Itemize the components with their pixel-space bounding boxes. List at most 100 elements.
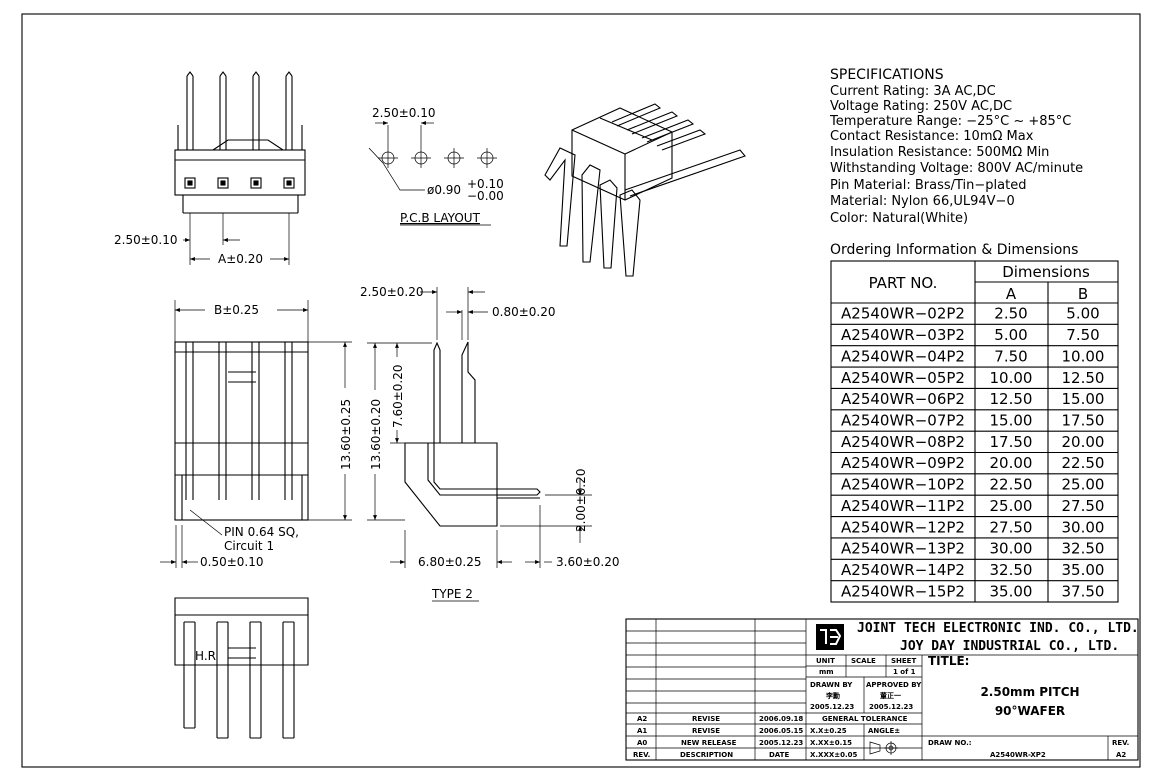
date-header: DATE [769, 751, 789, 759]
part-number-cell: A2540WR−02P2 [841, 305, 965, 323]
dim-a-cell: 17.50 [990, 433, 1033, 451]
pcb-layout: 2.50±0.10 ø0.90 +0.10 −0.00 P.C.B LAYOUT [368, 106, 504, 226]
scale-label: SCALE [851, 657, 876, 665]
dim-a-cell: 7.50 [994, 347, 1027, 365]
dim-a-cell: 22.50 [990, 476, 1033, 494]
dim-a-cell: 25.00 [990, 497, 1033, 515]
col-dims-header: Dimensions [1002, 263, 1090, 281]
col-part-header: PART NO. [869, 274, 938, 292]
revision-date: 2006.09.18 [759, 715, 803, 723]
drawn-label: DRAWN BY [810, 681, 853, 689]
tolerance-1: X.X±0.25 [810, 727, 847, 735]
revision-rev: A1 [637, 727, 647, 735]
col-a-header: A [1006, 285, 1017, 303]
spec-line: Color: Natural(White) [830, 211, 968, 226]
drawn-name: 李勳 [825, 691, 840, 700]
drawn-date: 2005.12.23 [810, 703, 854, 711]
bottom-view: H.R [174, 597, 309, 739]
company-name-2: JOY DAY INDUSTRIAL CO., LTD. [900, 639, 1119, 654]
dim-b-cell: 12.50 [1062, 369, 1105, 387]
dim-a-cell: 12.50 [990, 390, 1033, 408]
part-number-cell: A2540WR−05P2 [841, 369, 965, 387]
side-view: 2.50±0.20 0.80±0.20 13.60±0.20 7.60±0.20… [360, 285, 620, 602]
part-number-cell: A2540WR−06P2 [841, 390, 965, 408]
spec-line: Material: Nylon 66,UL94V−0 [830, 194, 1015, 209]
side-dim-low: 2.00±0.20 [574, 469, 588, 533]
pcb-hole-tol-plus: +0.10 [467, 177, 504, 191]
spec-title: SPECIFICATIONS [830, 67, 944, 83]
pcb-hole-dia: ø0.90 [427, 183, 461, 197]
dim-b-cell: 25.00 [1062, 476, 1105, 494]
col-b-header: B [1078, 285, 1088, 303]
front-pin-note-2: Circuit 1 [224, 539, 274, 553]
unit-value: mm [819, 668, 834, 676]
front-view: B±0.25 13.60±0.25 PIN 0.64 SQ, Circuit 1… [160, 300, 353, 569]
front-dim-offset: 0.50±0.10 [200, 555, 264, 569]
ordering-table: PART NO. Dimensions A B A2540WR−02P2 2.50… [830, 260, 1119, 603]
company-name-1: JOINT TECH ELECTRONIC IND. CO., LTD. [857, 621, 1139, 636]
revision-desc: REVISE [692, 715, 720, 723]
dim-a-cell: 27.50 [990, 518, 1033, 536]
revision-date: 2006.05.15 [759, 727, 803, 735]
side-dim-depth: 6.80±0.25 [418, 555, 482, 569]
spec-line: Insulation Resistance: 500MΩ Min [830, 145, 1049, 160]
part-number-cell: A2540WR−03P2 [841, 326, 965, 344]
approved-label: APPROVED BY [866, 681, 922, 689]
dim-b-cell: 32.50 [1062, 540, 1105, 558]
part-number-cell: A2540WR−11P2 [841, 497, 965, 515]
side-dim-upper: 7.60±0.20 [391, 365, 405, 429]
specifications: SPECIFICATIONS Current Rating: 3A AC,DC … [829, 67, 1083, 258]
part-number-cell: A2540WR−07P2 [841, 411, 965, 429]
rev-value: A2 [1116, 751, 1126, 759]
dim-b-cell: 7.50 [1066, 326, 1099, 344]
unit-label: UNIT [816, 657, 835, 665]
revision-rev: A2 [637, 715, 647, 723]
dim-b-cell: 37.50 [1062, 582, 1105, 600]
title-label: TITLE: [928, 654, 969, 668]
drawing-title-2: 90°WAFER [995, 704, 1065, 718]
part-number-cell: A2540WR−14P2 [841, 561, 965, 579]
dim-b-cell: 20.00 [1062, 433, 1105, 451]
drawing-border [21, 13, 1141, 768]
spec-line: Contact Resistance: 10mΩ Max [830, 129, 1034, 144]
side-dim-pitch: 2.50±0.20 [360, 285, 424, 299]
sheet-value: 1 of 1 [893, 668, 916, 676]
dim-b-cell: 27.50 [1062, 497, 1105, 515]
dim-a-cell: 5.00 [994, 326, 1027, 344]
dim-a-cell: 10.00 [990, 369, 1033, 387]
dim-b-cell: 10.00 [1062, 347, 1105, 365]
side-dim-height: 13.60±0.20 [369, 399, 383, 470]
top-dim-a: A±0.20 [218, 252, 263, 266]
revision-date: 2005.12.23 [759, 739, 803, 747]
part-number-cell: A2540WR−09P2 [841, 454, 965, 472]
angle-label: ANGLE± [868, 727, 900, 735]
part-number-cell: A2540WR−15P2 [841, 582, 965, 600]
front-dim-b: B±0.25 [214, 303, 259, 317]
tolerance-3: X.XXX±0.05 [810, 751, 858, 759]
title-block: JOINT TECH ELECTRONIC IND. CO., LTD. JOY… [625, 618, 1139, 761]
part-number-cell: A2540WR−12P2 [841, 518, 965, 536]
dim-a-cell: 32.50 [990, 561, 1033, 579]
side-dim-pin: 0.80±0.20 [492, 305, 556, 319]
part-number-cell: A2540WR−04P2 [841, 347, 965, 365]
approved-name: 董正一 [880, 691, 901, 700]
part-number-cell: A2540WR−10P2 [841, 476, 965, 494]
spec-line: Voltage Rating: 250V AC,DC [830, 99, 1012, 114]
spec-line: Withstanding Voltage: 800V AC/minute [830, 161, 1083, 176]
rev-label: REV. [1112, 739, 1129, 747]
draw-no-value: A2540WR-XP2 [990, 751, 1046, 759]
spec-line: Current Rating: 3A AC,DC [830, 84, 996, 99]
part-number-cell: A2540WR−08P2 [841, 433, 965, 451]
part-number-cell: A2540WR−13P2 [841, 540, 965, 558]
dim-a-cell: 2.50 [994, 305, 1027, 323]
dim-a-cell: 20.00 [990, 454, 1033, 472]
revision-desc: REVISE [692, 727, 720, 735]
dim-b-cell: 17.50 [1062, 411, 1105, 429]
front-dim-height: 13.60±0.25 [339, 399, 353, 470]
dim-a-cell: 35.00 [990, 582, 1033, 600]
dim-b-cell: 30.00 [1062, 518, 1105, 536]
dim-b-cell: 5.00 [1066, 305, 1099, 323]
isometric-view [544, 103, 746, 277]
